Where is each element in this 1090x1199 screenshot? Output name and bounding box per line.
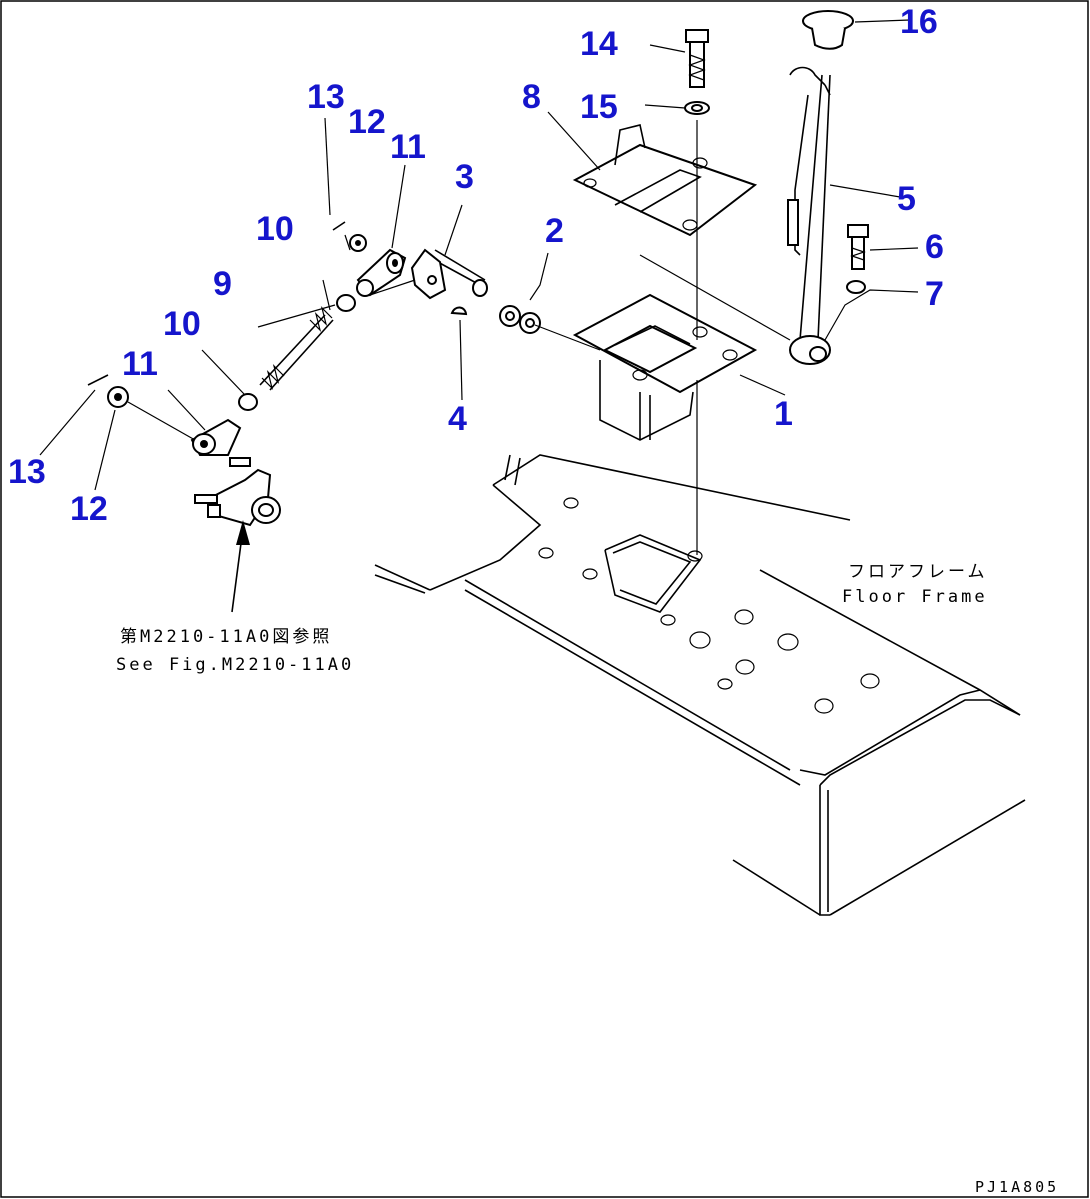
reference-label-en: See Fig.M2210-11A0 [116,655,354,675]
part-9-rod [259,306,334,391]
part-3-shaft [410,248,488,300]
lower-linkage [87,374,281,527]
callout-3: 3 [455,158,474,196]
part-15-washer [684,101,710,115]
callout-14: 14 [580,25,618,63]
callout-4: 4 [448,400,467,438]
part-6-bolt [847,224,869,270]
floor-frame-label-en: Floor Frame [842,587,988,607]
reference-label-jp: 第M2210-11A0図参照 [120,627,332,647]
callout-15: 15 [580,88,618,126]
callout-11-upper: 11 [390,128,426,166]
callout-6: 6 [925,228,944,266]
part-14-bolt [685,29,709,88]
callout-12-upper: 12 [348,103,386,141]
part-4-pin [450,306,468,316]
leader-lines [39,19,919,613]
part-8-plate [572,124,758,237]
drawing-code: PJ1A805 [975,1178,1059,1196]
part-5-lever [787,66,831,365]
upper-linkage [332,221,407,312]
part-7-washer [846,280,866,294]
callout-13-upper: 13 [307,78,345,116]
callout-2: 2 [545,212,564,250]
callout-8: 8 [522,78,541,116]
floor-frame [374,454,1026,916]
callout-1: 1 [774,395,793,433]
part-16-knob [802,10,854,50]
callout-11-lower: 11 [122,345,158,383]
callout-10-lower: 10 [163,305,201,343]
part-1-box [572,293,758,441]
callout-7: 7 [925,275,944,313]
callout-10-upper: 10 [256,210,294,248]
callout-5: 5 [897,180,916,218]
callout-13-lower: 13 [8,453,46,491]
callouts: 1 2 3 4 5 6 7 8 9 10 10 11 11 12 12 13 1… [8,3,944,528]
part-2-bushings [499,305,541,334]
floor-frame-label-jp: フロアフレーム [848,562,988,582]
callout-16: 16 [900,3,938,41]
callout-12-lower: 12 [70,490,108,528]
callout-9: 9 [213,265,232,303]
